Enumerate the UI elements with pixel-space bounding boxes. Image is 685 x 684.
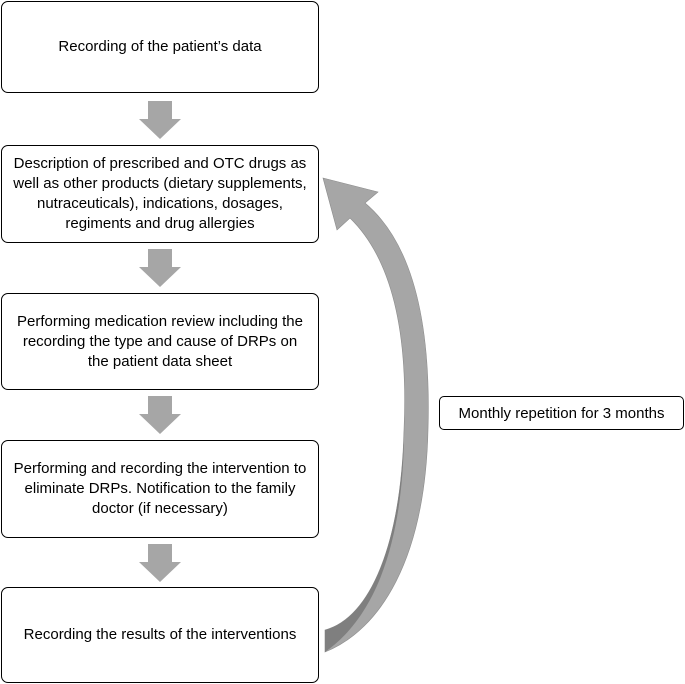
loop-label-box: Monthly repetition for 3 months [439, 396, 684, 430]
loop-label-text: Monthly repetition for 3 months [458, 404, 665, 422]
step-4-text: Performing and recording the interventio… [13, 460, 307, 517]
down-arrow-4 [139, 544, 181, 582]
step-box-5: Recording the results of the interventio… [1, 587, 319, 683]
step-box-1: Recording of the patient’s data [1, 1, 319, 93]
down-arrow-2 [139, 249, 181, 287]
down-arrow-3 [139, 396, 181, 434]
step-box-2: Description of prescribed and OTC drugs … [1, 145, 319, 243]
step-5-text: Recording the results of the interventio… [23, 626, 297, 643]
loop-arrow-underside [325, 430, 404, 652]
step-2-text: Description of prescribed and OTC drugs … [13, 155, 307, 232]
step-1-text: Recording of the patient’s data [58, 38, 262, 55]
step-3-text: Performing medication review including t… [17, 312, 303, 370]
step-box-3: Performing medication review including t… [1, 293, 319, 390]
step-box-4: Performing and recording the interventio… [1, 440, 319, 538]
down-arrow-1 [139, 101, 181, 139]
